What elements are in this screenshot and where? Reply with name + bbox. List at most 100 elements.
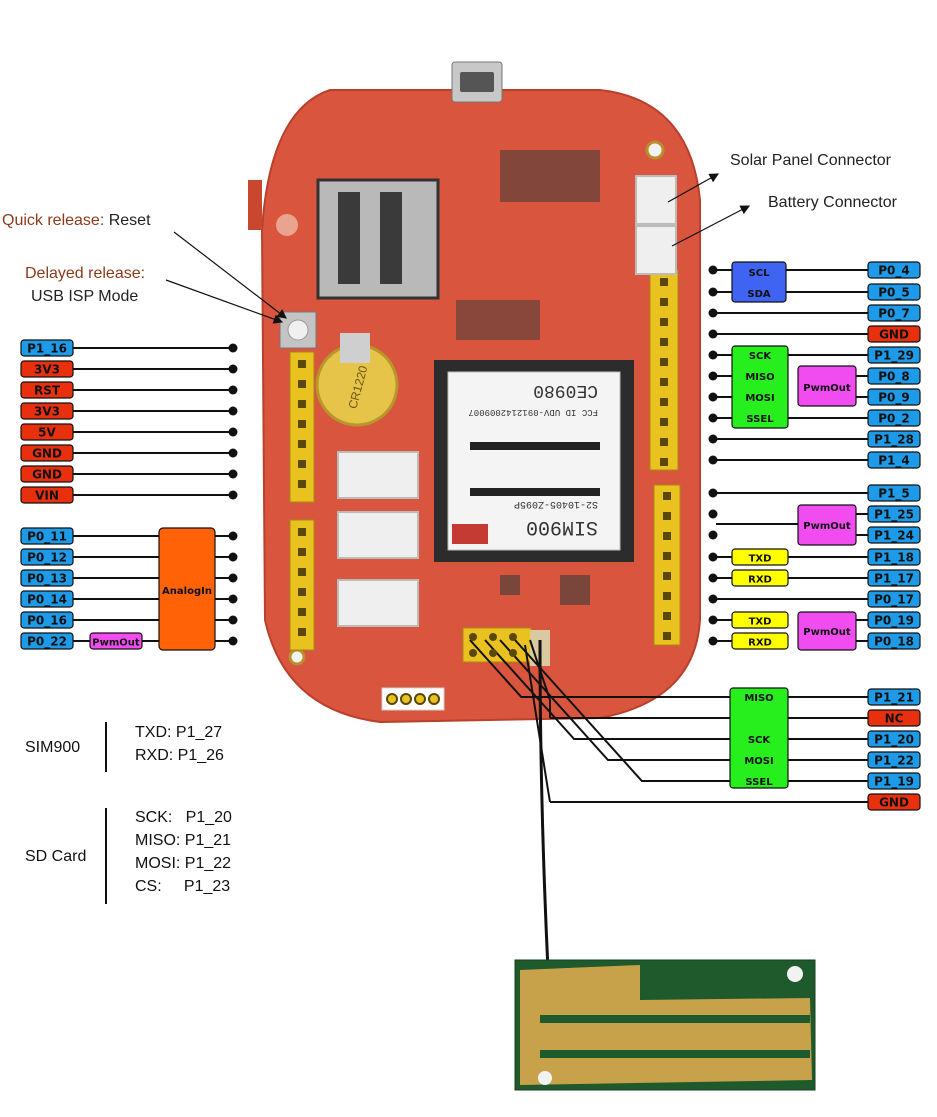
spi-wire — [469, 639, 732, 698]
right-pin-dot — [708, 509, 718, 519]
left-pin-dot — [228, 448, 238, 458]
left-pin-gnd: GND — [20, 465, 74, 483]
delayed-release-action: USB ISP Mode — [31, 288, 139, 305]
battery-connector-label: Battery Connector — [768, 194, 897, 211]
coin-cell-battery: CR1220 — [315, 333, 399, 427]
left-pin-dot — [228, 469, 238, 479]
left-pin-3v3: 3V3 — [20, 360, 74, 378]
function-blocks: SCLSDASCKMISOMOSISSELPwmOutPwmOutTXDRXDT… — [89, 261, 857, 651]
pwm-block-left-text: PwmOut — [92, 638, 140, 649]
spi-pin-p1-19: P1_19 — [867, 772, 921, 790]
right-pin-p1-4: P1_4 — [867, 451, 921, 469]
right-pin-dot — [708, 371, 718, 381]
spi-pin-gnd-text: GND — [879, 796, 909, 810]
left-pin-vin-text: VIN — [35, 489, 59, 503]
right-pin-dot — [708, 455, 718, 465]
right-pin-p0-19-text: P0_19 — [874, 614, 914, 629]
right-pin-p0-17: P0_17 — [867, 590, 921, 608]
i2c-block — [731, 261, 787, 303]
txd-block-1: TXD — [731, 548, 789, 566]
right-pin-p0-2-text: P0_2 — [878, 412, 910, 427]
left-pin-dot — [228, 343, 238, 353]
left-pin-3v3-text: 3V3 — [34, 405, 60, 419]
spi-pin-p1-20: P1_20 — [867, 730, 921, 748]
left-pin-dot — [228, 615, 238, 625]
right-pin-dot — [708, 434, 718, 444]
spi-wire — [484, 639, 732, 740]
right-pin-p1-25: P1_25 — [867, 505, 921, 523]
right-pin-p1-25-text: P1_25 — [874, 508, 914, 523]
right-pin-dot — [708, 594, 718, 604]
header-strips — [289, 269, 681, 651]
left-pin-p1-16: P1_16 — [20, 339, 74, 357]
right-pin-p0-7-text: P0_7 — [878, 307, 910, 322]
spi-pin-gnd: GND — [867, 793, 921, 811]
left-pin-p0-22-text: P0_22 — [27, 635, 67, 650]
right-pin-p0-18: P0_18 — [867, 632, 921, 650]
right-pin-p0-9-text: P0_9 — [878, 391, 910, 406]
pwm-block-left: PwmOut — [89, 632, 143, 650]
right-pin-p0-7: P0_7 — [867, 304, 921, 322]
right-pin-p1-5-text: P1_5 — [878, 487, 910, 502]
left-pin-p0-11: P0_11 — [20, 527, 74, 545]
bottom-header — [381, 687, 445, 711]
left-pin-dot — [228, 406, 238, 416]
left-pin-dot — [228, 427, 238, 437]
left-pin-p0-12: P0_12 — [20, 548, 74, 566]
right-pin-dot — [708, 488, 718, 498]
spi-pin-nc: NC — [867, 709, 921, 727]
quick-release-prefix: Quick release: — [2, 212, 105, 229]
spi-pin-p1-20-text: P1_20 — [874, 733, 914, 748]
right-pin-p0-9: P0_9 — [867, 388, 921, 406]
left-pin-dot — [228, 636, 238, 646]
spi-pin-p1-19-text: P1_19 — [874, 775, 914, 790]
right-pin-dot — [708, 573, 718, 583]
left-pin-p1-16-text: P1_16 — [27, 342, 67, 357]
left-pin-rst-text: RST — [34, 384, 61, 398]
right-pin-dot — [708, 308, 718, 318]
sck-label-bottom: SCK — [748, 735, 772, 746]
miso-label-top: MISO — [745, 372, 774, 383]
left-pin-p0-12-text: P0_12 — [27, 551, 67, 566]
left-pin-dot — [228, 531, 238, 541]
right-pin-p0-8: P0_8 — [867, 367, 921, 385]
right-pin-dot — [708, 265, 718, 275]
spi-pin-nc-text: NC — [885, 712, 904, 726]
right-pin-p1-18-text: P1_18 — [874, 551, 914, 566]
mosi-label-bottom: MOSI — [744, 756, 773, 767]
left-pin-dot — [228, 552, 238, 562]
right-pin-p1-29-text: P1_29 — [874, 349, 914, 364]
left-pin-gnd-text: GND — [32, 468, 62, 482]
left-pin-p0-14-text: P0_14 — [27, 593, 67, 608]
right-pin-p1-28-text: P1_28 — [874, 433, 914, 448]
pwm-block-2 — [797, 504, 857, 546]
left-pin-dot — [228, 594, 238, 604]
right-pin-dot — [708, 287, 718, 297]
sim900-info-divider — [105, 722, 107, 772]
right-pin-gnd-text: GND — [879, 328, 909, 342]
left-pin-p0-11-text: P0_11 — [27, 530, 67, 545]
right-pin-p0-5: P0_5 — [867, 283, 921, 301]
right-pin-p0-8-text: P0_8 — [878, 370, 910, 385]
spi-wire — [499, 639, 732, 761]
pwm-label-2: PwmOut — [803, 521, 851, 532]
right-pin-p0-4: P0_4 — [867, 261, 921, 279]
left-pin-dot — [228, 490, 238, 500]
sim-slot — [316, 178, 440, 300]
miso-label-bottom: MISO — [744, 693, 773, 704]
sdcard-info-lines: SCK: P1_20 MISO: P1_21 MOSI: P1_22 CS: P… — [135, 809, 232, 895]
spi-block-bottom — [729, 687, 789, 789]
scl-label: SCL — [749, 268, 771, 279]
right-pin-dot — [708, 413, 718, 423]
left-pin-5v-text: 5V — [38, 426, 56, 440]
board-components — [456, 150, 600, 605]
left-pin-vin: VIN — [20, 486, 74, 504]
right-pin-p0-18-text: P0_18 — [874, 635, 914, 650]
txd-block-1-text: TXD — [749, 554, 772, 565]
left-pin-5v: 5V — [20, 423, 74, 441]
sim900-info-title: SIM900 — [25, 739, 81, 756]
right-pin-p1-18: P1_18 — [867, 548, 921, 566]
right-pin-dot — [708, 530, 718, 540]
